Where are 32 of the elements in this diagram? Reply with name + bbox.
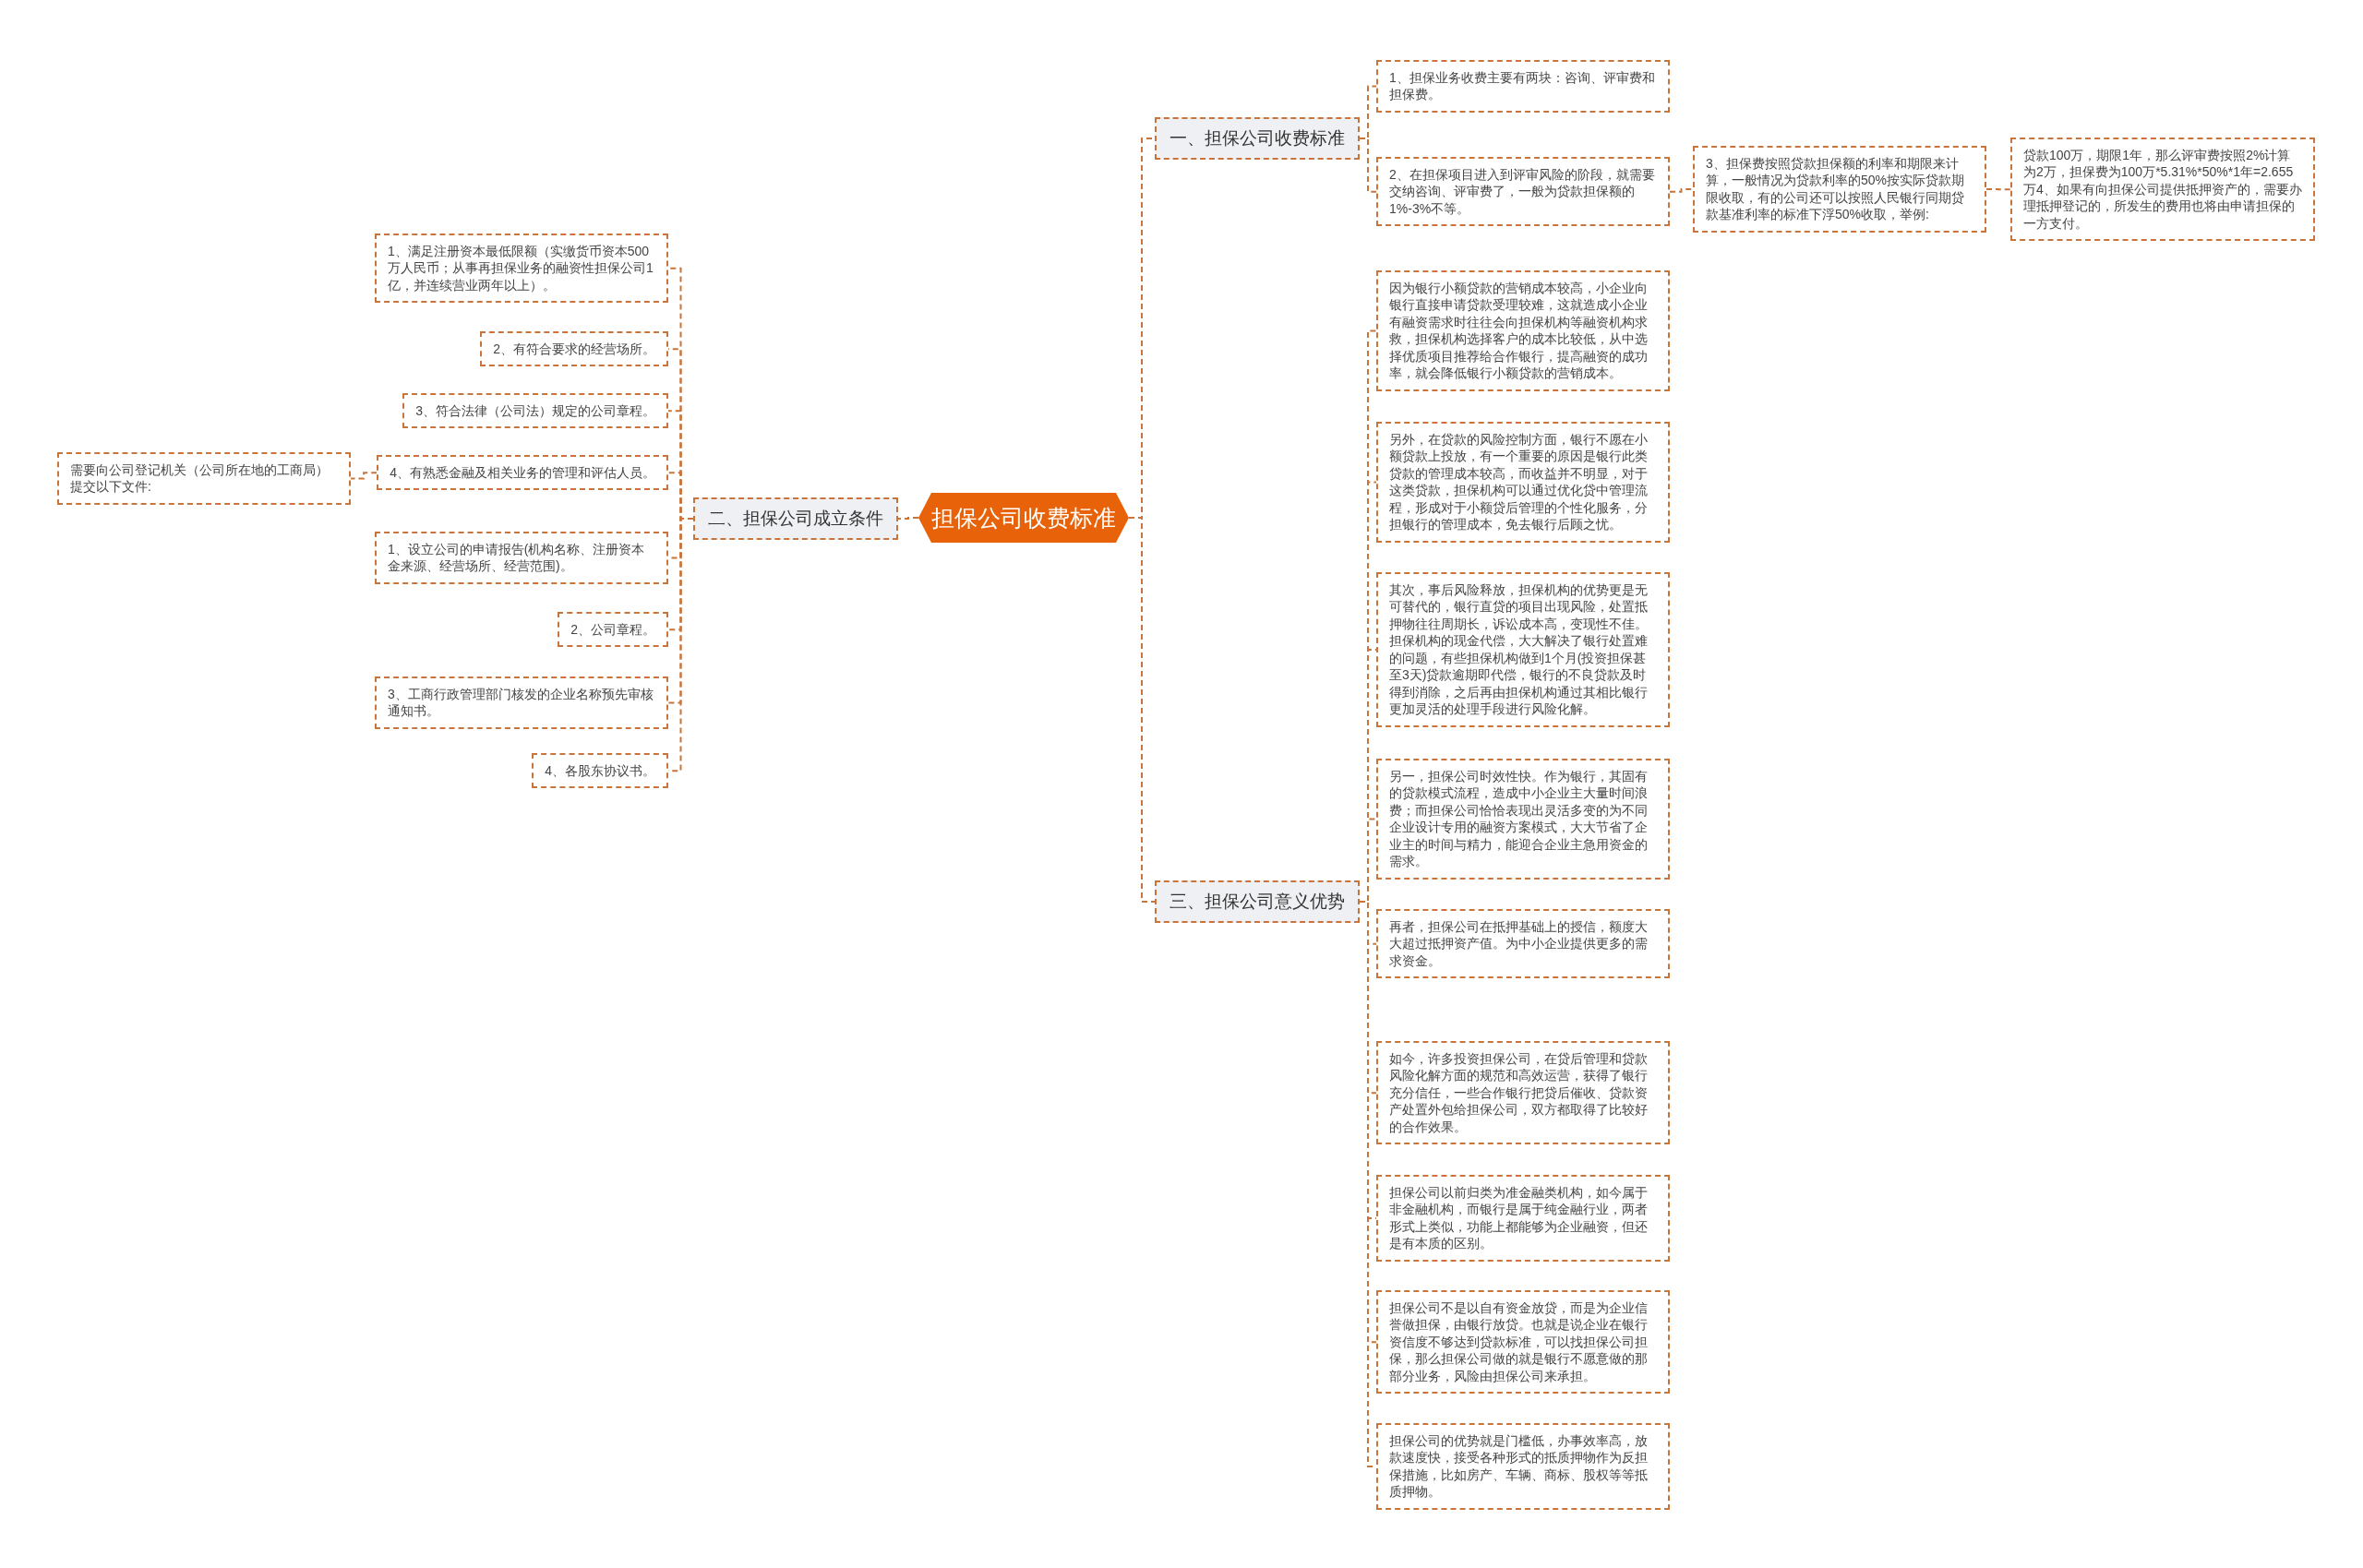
topic-box: 三、担保公司意义优势 xyxy=(1155,880,1360,923)
topic-box: 一、担保公司收费标准 xyxy=(1155,117,1360,160)
note-box: 再者，担保公司在抵押基础上的授信，额度大大超过抵押资产值。为中小企业提供更多的需求资金。 xyxy=(1376,909,1670,979)
note-box: 3、符合法律（公司法）规定的公司章程。 xyxy=(402,393,668,429)
connector-line xyxy=(1359,138,1377,193)
note-box: 需要向公司登记机关（公司所在地的工商局）提交以下文件: xyxy=(57,452,351,505)
note-box: 1、设立公司的申请报告(机构名称、注册资本金来源、经营场所、经营范围)。 xyxy=(375,532,668,584)
note-box: 4、各股东协议书。 xyxy=(532,753,668,789)
central-topic-text: 担保公司收费标准 xyxy=(931,503,1116,533)
note-box: 因为银行小额贷款的营销成本较高，小企业向银行直接申请贷款受理较难，这就造成小企业有融资需求时往往会向担保机构等融资机构求救，担保机构选择客户的成本比较低，从中选择优质项目推荐给合作银行，提高融资的成功率，就会降低银行小额贷款的营销成本。 xyxy=(1376,270,1670,391)
connector-line xyxy=(1669,187,1694,193)
note-box: 担保公司不是以自有资金放贷，而是为企业信誉做担保，由银行放贷。也就是说企业在银行资信度不够达到贷款标准，可以找担保公司担保，那么担保公司做的就是银行不愿意做的那部分业务，风险由担保公司来承担。 xyxy=(1376,1290,1670,1394)
connector-line xyxy=(350,472,378,480)
note-box: 1、担保业务收费主要有两块：咨询、评审费和担保费。 xyxy=(1376,60,1670,113)
connector-line xyxy=(897,517,919,520)
note-box: 2、在担保项目进入到评审风险的阶段，就需要交纳咨询、评审费了，一般为贷款担保额的1%-3%不等。 xyxy=(1376,157,1670,227)
note-box: 贷款100万，期限1年，那么评审费按照2%计算为2万，担保费为100万*5.31%*50%*1年=2.655万4、如果有向担保公司提供抵押资产的，需要办理抵押登记的，所发生的费用也将由申请担保的一方支付。 xyxy=(2010,138,2315,242)
note-box: 其次，事后风险释放，担保机构的优势更是无可替代的，银行直贷的项目出现风险，处置抵押物往往周期长，诉讼成本高，变现性不佳。担保机构的现金代偿，大大解决了银行处置难的问题，有些担保机构做到1个月(投资担保甚至3天)贷款逾期即代偿，银行的不良贷款及时得到消除，之后再由担保机构通过其相比银行更加灵活的处理手段进行风险化解。 xyxy=(1376,572,1670,727)
note-box: 2、公司章程。 xyxy=(558,612,668,648)
note-box: 3、担保费按照贷款担保额的利率和期限来计算，一般情况为贷款利率的50%按实际贷款期限收取，有的公司还可以按照人民银行同期贷款基准利率的标准下浮50%收取，举例: xyxy=(1693,146,1986,233)
note-box: 2、有符合要求的经营场所。 xyxy=(480,331,668,367)
connector-line xyxy=(1985,187,2011,191)
note-box: 4、有熟悉金融及相关业务的管理和评估人员。 xyxy=(377,455,668,491)
note-box: 另外，在贷款的风险控制方面，银行不愿在小额贷款上投放，有一个重要的原因是银行此类贷款的管理成本较高，而收益并不明显，对于这类贷款，担保机构可以通过优化贷中管理流程，形成对于小额贷后管理的个性化服务，分担银行的管理成本，免去银行后顾之忧。 xyxy=(1376,422,1670,543)
note-box: 3、工商行政管理部门核发的企业名称预先审核通知书。 xyxy=(375,676,668,729)
note-box: 如今，许多投资担保公司，在贷后管理和贷款风险化解方面的规范和高效运营，获得了银行充分信任，一些合作银行把贷后催收、贷款资产处置外包给担保公司，双方都取得了比较好的合作效果。 xyxy=(1376,1041,1670,1145)
central-topic xyxy=(918,493,1129,543)
note-box: 另一，担保公司时效性快。作为银行，其固有的贷款模式流程，造成中小企业主大量时间浪费；而担保公司恰恰表现出灵活多变的为不同企业设计专用的融资方案模式，大大节省了企业主的时间与精力，能迎合企业主急用资金的需求。 xyxy=(1376,759,1670,880)
note-box: 担保公司的优势就是门槛低，办事效率高，放款速度快，接受各种形式的抵质押物作为反担保措施，比如房产、车辆、商标、股权等等抵质押物。 xyxy=(1376,1423,1670,1510)
topic-box: 二、担保公司成立条件 xyxy=(693,497,898,540)
note-box: 1、满足注册资本最低限额（实缴货币资本500万人民币；从事再担保业务的融资性担保公司1亿，并连续营业两年以上）。 xyxy=(375,233,668,304)
note-box: 担保公司以前归类为准金融类机构，如今属于非金融机构，而银行是属于纯金融行业，两者形式上类似，功能上都能够为企业融资，但还是有本质的区别。 xyxy=(1376,1175,1670,1262)
